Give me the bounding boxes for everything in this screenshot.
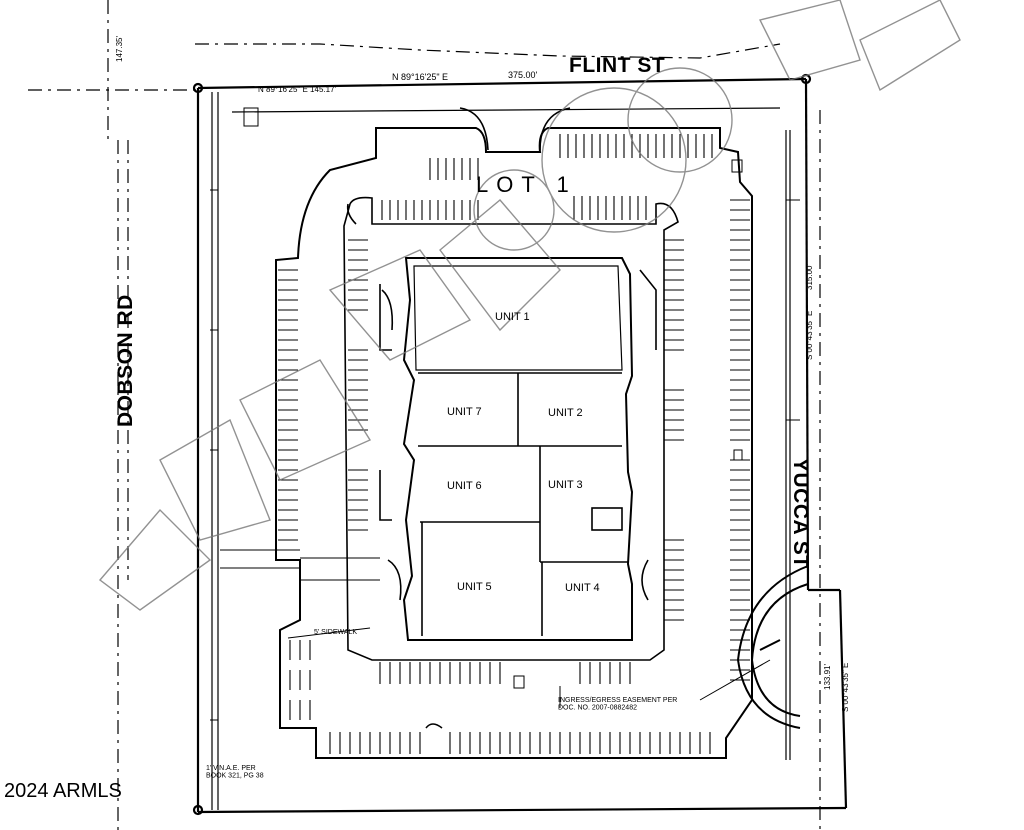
inner-curb <box>343 196 679 661</box>
unit-5-label: UNIT 5 <box>457 581 492 593</box>
north-bearing: N 89°16'25" E <box>392 72 448 82</box>
yucca-st-label: YUCCA ST <box>789 458 812 569</box>
dobson-rd-label: DOBSON RD <box>114 294 137 427</box>
survey-notes: N 89°16'25" E 375.00' N 89°16'25" E 145.… <box>115 36 850 780</box>
copyright-notice: 2024 ARMLS <box>4 780 122 802</box>
survey-ticks <box>210 107 800 721</box>
parking-stalls <box>278 134 750 754</box>
unit-labels: UNIT 1 UNIT 7 UNIT 2 UNIT 6 UNIT 3 UNIT … <box>447 311 600 594</box>
cul-de-sac <box>736 565 809 729</box>
unit-3-label: UNIT 3 <box>548 479 583 491</box>
right-of-way-lines <box>211 92 791 810</box>
parking-lot-outline <box>275 127 753 759</box>
east-distance-upper: 315.00' <box>805 264 814 290</box>
property-boundary <box>192 73 848 816</box>
curb-islands <box>346 107 657 729</box>
sidewalk-note: 5' SIDEWALK <box>314 629 357 636</box>
flint-st-label: FLINT ST <box>569 54 666 77</box>
east-bearing-upper: S 00°43'35" E <box>805 311 814 360</box>
lot-label: LOT 1 <box>476 172 577 197</box>
unit-7-label: UNIT 7 <box>447 406 482 418</box>
east-distance-lower: 133.91' <box>823 664 832 690</box>
unit-division-lines <box>418 372 628 636</box>
north-sub-bearing: N 89°16'25" E 145.17' <box>258 85 337 94</box>
north-distance: 375.00' <box>508 70 538 80</box>
unit-4-label: UNIT 4 <box>565 582 600 594</box>
unit-6-label: UNIT 6 <box>447 480 482 492</box>
road-centerlines <box>28 0 821 830</box>
west-coord: 147.35' <box>115 36 124 62</box>
watermark <box>98 0 961 611</box>
unit-1-label: UNIT 1 <box>495 311 530 323</box>
unit-2-label: UNIT 2 <box>548 407 583 419</box>
east-bearing-lower: S 00°43'35" E <box>841 663 850 712</box>
building-footprint <box>402 257 634 641</box>
